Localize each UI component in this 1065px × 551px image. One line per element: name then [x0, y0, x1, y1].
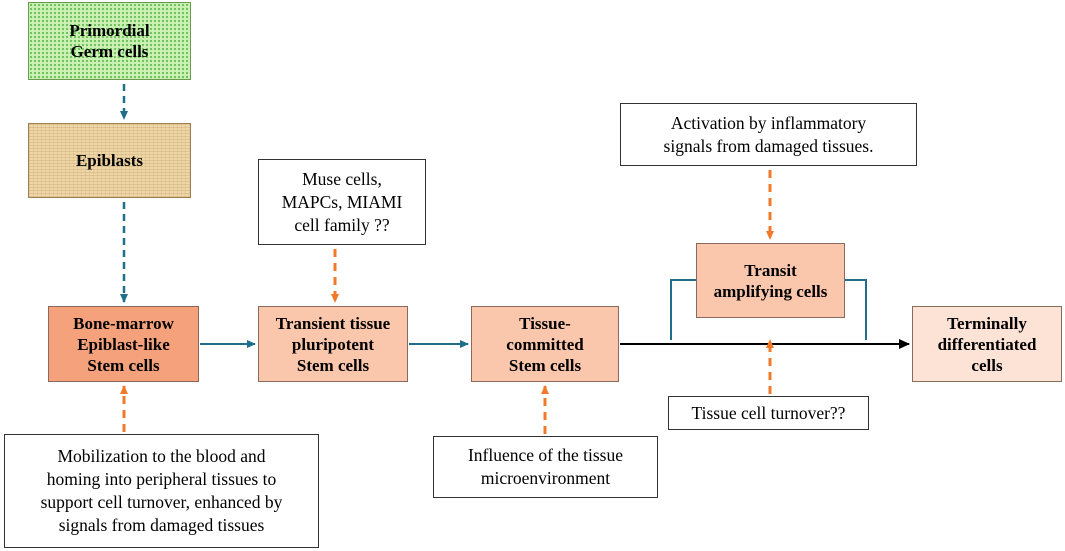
transit-bracket-left: [670, 279, 696, 340]
muse-cells-note-text: Muse cells, MAPCs, MIAMI cell family ??: [281, 168, 403, 235]
epiblasts-box: Epiblasts: [28, 123, 191, 198]
epiblasts-label: Epiblasts: [75, 151, 144, 170]
tissue-turnover-note: Tissue cell turnover??: [668, 396, 869, 430]
transient-pluripotent-label: Transient tissue pluripotent Stem cells: [275, 313, 391, 375]
transit-bracket-right: [845, 279, 867, 340]
tissue-committed-label: Tissue- committed Stem cells: [506, 313, 584, 375]
transit-amplifying-label: Transit amplifying cells: [713, 260, 828, 301]
microenvironment-note-text: Influence of the tissue microenvironment: [467, 445, 623, 488]
transient-pluripotent-stem-cells-box: Transient tissue pluripotent Stem cells: [258, 306, 408, 382]
inflammatory-note-text: Activation by inflammatory signals from …: [663, 112, 874, 156]
transit-amplifying-cells-box: Transit amplifying cells: [696, 243, 845, 318]
inflammatory-activation-note: Activation by inflammatory signals from …: [620, 103, 917, 166]
mobilization-note: Mobilization to the blood and homing int…: [4, 434, 319, 548]
bone-marrow-stem-cells-label: Bone-marrow Epiblast-like Stem cells: [73, 313, 174, 375]
primordial-germ-cells-label: Primordial Germ cells: [69, 21, 150, 61]
tissue-turnover-note-text: Tissue cell turnover??: [691, 402, 846, 423]
muse-cells-note: Muse cells, MAPCs, MIAMI cell family ??: [258, 159, 426, 245]
tissue-committed-stem-cells-box: Tissue- committed Stem cells: [471, 306, 619, 382]
mobilization-note-text: Mobilization to the blood and homing int…: [40, 446, 283, 535]
terminally-differentiated-cells-box: Terminally differentiated cells: [912, 306, 1062, 382]
microenvironment-note: Influence of the tissue microenvironment: [433, 436, 658, 498]
terminally-differentiated-label: Terminally differentiated cells: [937, 313, 1037, 375]
bone-marrow-stem-cells-box: Bone-marrow Epiblast-like Stem cells: [48, 306, 199, 382]
primordial-germ-cells-box: Primordial Germ cells: [28, 2, 191, 80]
